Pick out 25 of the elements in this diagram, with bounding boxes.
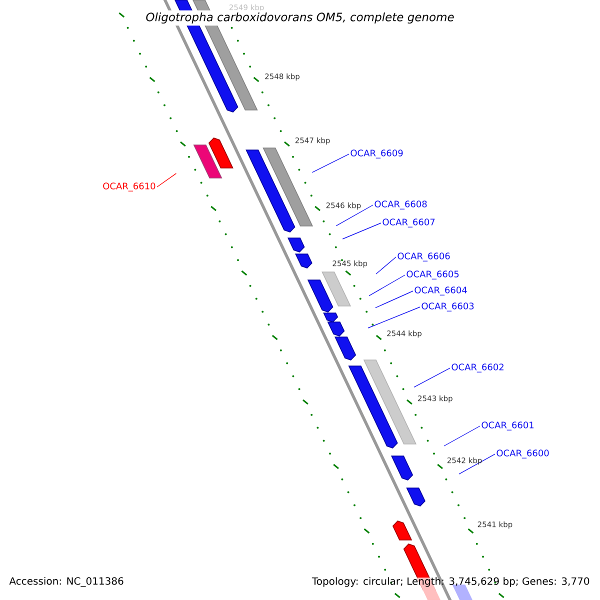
leader-line [375, 290, 414, 308]
leader-line [414, 368, 450, 388]
leader-line [342, 222, 382, 240]
gene-label: OCAR_6607 [382, 218, 435, 228]
gene-label: OCAR_6600 [496, 450, 549, 458]
leader-line [444, 426, 480, 446]
gene-label: OCAR_6606 [398, 252, 450, 262]
leader-line [368, 306, 420, 328]
leader-line [156, 173, 177, 188]
leader-line [336, 204, 374, 226]
gene-label: OCAR_6602 [452, 364, 504, 372]
gene-label: OCAR_6601 [482, 422, 534, 430]
gene-label: OCAR_6605 [406, 270, 459, 280]
title: Oligotropha carboxidovorans OM5, complete genome [144, 10, 456, 26]
accession-text: Accession: NC_011386 [9, 577, 124, 587]
gene-label: OCAR_6608 [374, 200, 427, 210]
gene-label: OCAR_6603 [422, 302, 474, 312]
summary-text: Topology: circular; Length: 3,745,629 bp; Genes: 3,770 [312, 577, 590, 587]
gene-label: OCAR_6609 [350, 150, 403, 158]
leader-line [368, 274, 406, 296]
gene-label: OCAR_6610 [103, 182, 156, 192]
leader-line [312, 154, 350, 173]
gene-label: OCAR_6604 [414, 286, 467, 296]
leader-line [376, 256, 396, 274]
leader-line [458, 454, 496, 474]
